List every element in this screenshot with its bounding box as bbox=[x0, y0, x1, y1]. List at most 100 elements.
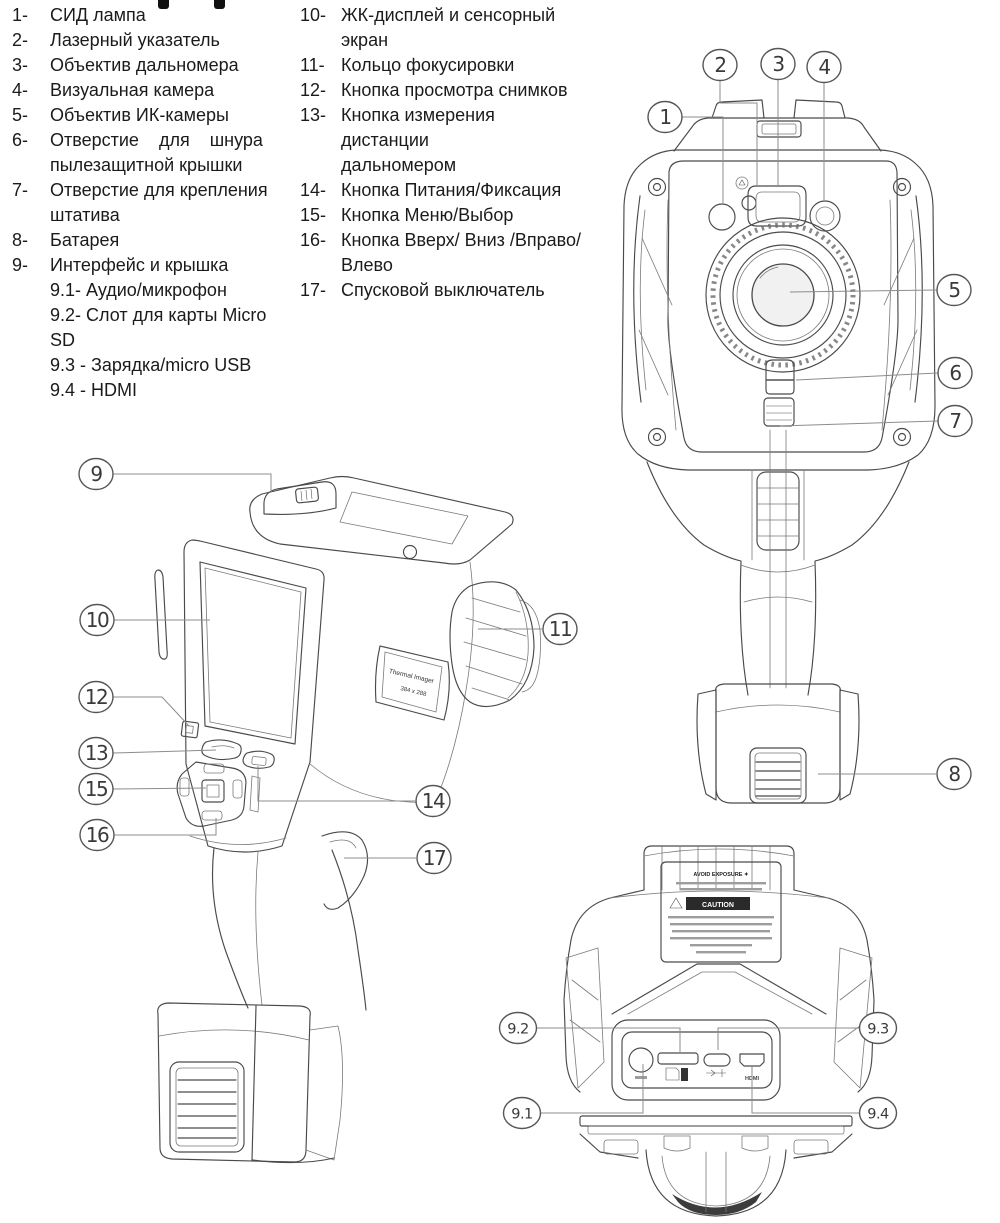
item-text: Отверстие для крепления штатива bbox=[50, 180, 268, 225]
parts-list-item: 8-Батарея bbox=[12, 228, 304, 253]
svg-text:9.4: 9.4 bbox=[867, 1107, 889, 1123]
item-number: 11- bbox=[300, 55, 325, 75]
svg-text:CAUTION: CAUTION bbox=[702, 902, 734, 909]
callout-15: 15 bbox=[78, 772, 207, 806]
battery-side bbox=[157, 1002, 311, 1163]
parts-list-subitem: 9.1- Аудио/микрофон bbox=[50, 280, 227, 300]
interface-cover bbox=[263, 481, 337, 515]
item-text: Интерфейс и крышка bbox=[50, 255, 229, 275]
callout-2: 2 bbox=[702, 48, 758, 187]
item-number: 16- bbox=[300, 230, 327, 250]
callout-6: 6 bbox=[795, 356, 973, 390]
svg-text:16: 16 bbox=[86, 823, 109, 847]
callout-17: 17 bbox=[344, 841, 452, 875]
parts-list-item: 11- Кольцо фокусировки bbox=[300, 53, 586, 78]
callout-9.1: 9.1 bbox=[502, 1064, 644, 1130]
parts-list-item: 15- Кнопка Меню/Выбор bbox=[300, 203, 586, 228]
callout-14: 14 bbox=[257, 766, 451, 818]
item-number: 17- bbox=[300, 280, 327, 300]
usb-icon bbox=[706, 1069, 726, 1077]
svg-text:9.3: 9.3 bbox=[867, 1022, 889, 1038]
item-text: Объектив ИК-камеры bbox=[50, 105, 229, 125]
svg-text:6: 6 bbox=[949, 361, 961, 385]
item-number: 7- bbox=[12, 180, 29, 200]
parts-list-item: 14-Кнопка Питания/Фиксация bbox=[300, 178, 586, 203]
sd-card-icon bbox=[665, 1067, 680, 1081]
item-text: Визуальная камера bbox=[50, 80, 215, 100]
svg-text:9.2: 9.2 bbox=[507, 1022, 529, 1038]
item-text: Отверстие для шнура пылезащитной крышки bbox=[50, 130, 263, 175]
svg-text:9.1: 9.1 bbox=[511, 1107, 533, 1123]
review-button bbox=[180, 720, 200, 739]
focus-ring bbox=[449, 581, 541, 708]
svg-text:10: 10 bbox=[86, 608, 109, 632]
callout-9.3: 9.3 bbox=[717, 1011, 898, 1050]
callout-7: 7 bbox=[779, 404, 973, 438]
parts-list-item: 17-Спусковой выключатель bbox=[300, 278, 586, 303]
item-number: 5- bbox=[12, 105, 29, 125]
parts-list-subitem: 9.2- Слот для карты Micro SD bbox=[50, 305, 267, 350]
svg-text:7: 7 bbox=[949, 409, 961, 433]
item-number: 9- bbox=[12, 255, 29, 275]
item-text: Кнопка Вверх/ Вниз /Вправо/ Влево bbox=[341, 230, 582, 275]
parts-list-item: 3- Объектив дальномера bbox=[12, 53, 304, 78]
item-number: 14- bbox=[300, 180, 327, 200]
parts-list-left: 1- СИД лампа 2- Лазерный указатель 3- Объекти… bbox=[12, 3, 304, 403]
callout-8: 8 bbox=[818, 757, 972, 791]
front-view-drawing bbox=[621, 99, 936, 804]
tripod-mount bbox=[763, 397, 795, 427]
parts-list-item: 13- Кнопка измерения дистанции дальномеро… bbox=[300, 103, 586, 178]
clipped-heading-fragment bbox=[214, 0, 225, 9]
callout-16: 16 bbox=[79, 818, 217, 852]
laser-warning-label: AVOID EXPOSURE ✦ CAUTION bbox=[660, 861, 782, 963]
item-text: Объектив дальномера bbox=[50, 55, 239, 75]
parts-list-item: 16- Кнопка Вверх/ Вниз /Вправо/ Влево bbox=[300, 228, 586, 278]
item-number: 1- bbox=[12, 5, 29, 25]
item-text: Кнопка измерения дистанции дальномером bbox=[341, 105, 495, 175]
parts-list-item: 6-Отверстие для шнура пылезащитной крышк… bbox=[12, 128, 304, 178]
item-text: Батарея bbox=[50, 230, 120, 250]
svg-text:5: 5 bbox=[948, 278, 959, 302]
visual-camera bbox=[809, 200, 841, 232]
port-panel bbox=[621, 1031, 773, 1089]
callout-9.2: 9.2 bbox=[498, 1011, 681, 1052]
svg-text:11: 11 bbox=[549, 617, 571, 641]
parts-list-item: 5- Объектив ИК-камеры bbox=[12, 103, 304, 128]
side-view-drawing: Thermal Imager 384 x 288 bbox=[154, 475, 541, 1164]
callout-3: 3 bbox=[760, 47, 796, 186]
dust-cap-cord-hole bbox=[765, 359, 795, 381]
item-number: 3- bbox=[12, 55, 29, 75]
product-label: Thermal Imager 384 x 288 bbox=[374, 645, 450, 721]
item-text: СИД лампа bbox=[50, 5, 146, 25]
svg-text:4: 4 bbox=[818, 55, 830, 79]
hdmi-port bbox=[739, 1053, 765, 1067]
item-number: 2- bbox=[12, 30, 29, 50]
item-text: ЖК-дисплей и сенсорный экран bbox=[341, 5, 556, 50]
audio-jack bbox=[628, 1047, 654, 1073]
parts-list-right: 10- ЖК-дисплей и сенсорный экран 11- Кольцо… bbox=[300, 3, 586, 303]
svg-text:13: 13 bbox=[85, 741, 108, 765]
item-number: 4- bbox=[12, 80, 29, 100]
item-number: 15- bbox=[300, 205, 327, 225]
laser-pointer bbox=[741, 195, 757, 211]
svg-text:9: 9 bbox=[90, 462, 102, 486]
micro-usb-port bbox=[703, 1053, 731, 1067]
item-text: Лазерный указатель bbox=[50, 30, 220, 50]
trigger bbox=[321, 831, 369, 910]
svg-text:384 x 288: 384 x 288 bbox=[400, 686, 428, 698]
svg-text:17: 17 bbox=[423, 846, 446, 870]
micro-sd-slot bbox=[657, 1052, 699, 1065]
item-number: 10- bbox=[300, 5, 327, 25]
callout-9.4: 9.4 bbox=[751, 1066, 898, 1130]
parts-list-item: 4- Визуальная камера bbox=[12, 78, 304, 103]
parts-list-item: 2- Лазерный указатель bbox=[12, 28, 304, 53]
item-text: Кольцо фокусировки bbox=[341, 55, 515, 75]
callout-13: 13 bbox=[78, 736, 217, 770]
item-text: Кнопка Меню/Выбор bbox=[341, 205, 514, 225]
battery-front bbox=[696, 683, 860, 804]
ir-lens bbox=[705, 217, 861, 373]
item-number: 13- bbox=[300, 105, 327, 125]
led-lamp bbox=[708, 203, 736, 231]
